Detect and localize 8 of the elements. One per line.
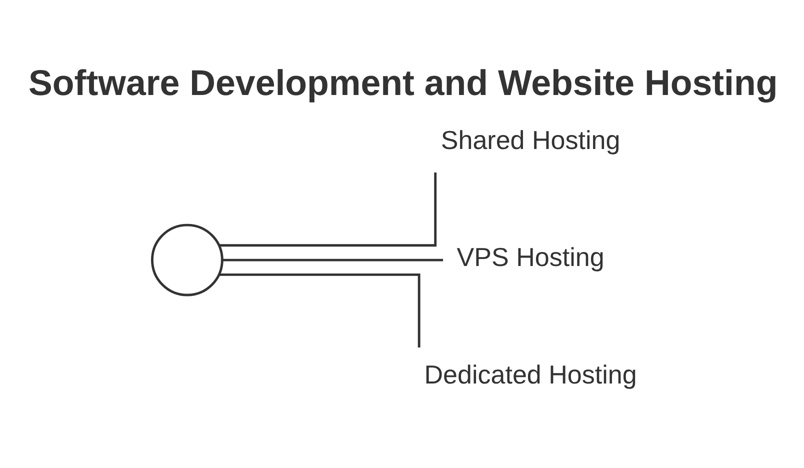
node-circle [151,224,224,296]
diagram-title: Software Development and Website Hosting [28,63,778,104]
node-text: Shared Hosting [440,125,620,156]
connector [222,258,444,262]
connector [219,273,420,348]
node-text: Dedicated Hosting [424,359,637,390]
node-text: VPS Hosting [456,242,604,272]
connector [219,172,437,247]
